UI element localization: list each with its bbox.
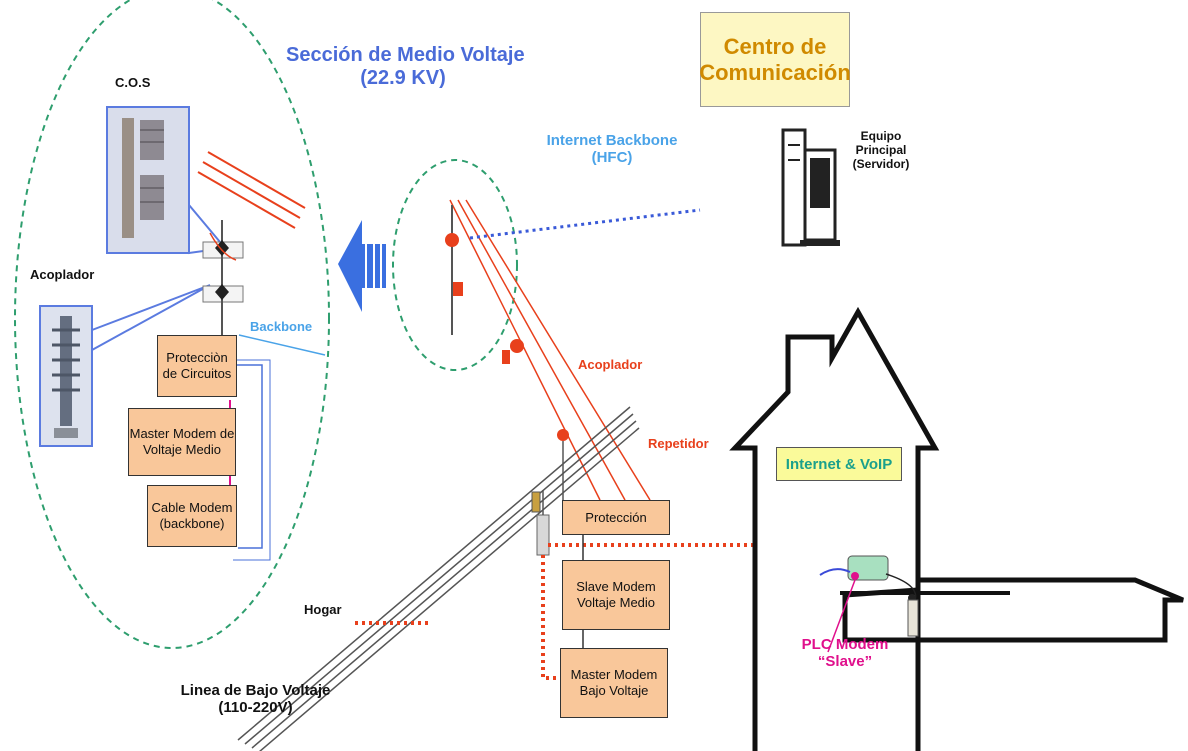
cable-modem-box: Cable Modem (backbone) bbox=[147, 485, 237, 547]
house-icon bbox=[735, 312, 935, 751]
cable-modem-line1: Cable Modem bbox=[152, 500, 233, 516]
section-title-line2: (22.9 KV) bbox=[286, 67, 520, 90]
hogar-label: Hogar bbox=[304, 603, 342, 618]
acoplador-right-label: Acoplador bbox=[578, 358, 642, 373]
master-modem-mv-line2: Voltaje Medio bbox=[143, 442, 221, 458]
acoplador-left-label: Acoplador bbox=[30, 268, 94, 283]
plc-modem-label: PLC Modem “Slave” bbox=[795, 636, 895, 671]
circuit-protection-line2: de Circuitos bbox=[163, 366, 232, 382]
main-server-label: Equipo Principal (Servidor) bbox=[840, 130, 922, 171]
communication-center-line2: Comunicación bbox=[699, 60, 851, 86]
internet-backbone-line2: (HFC) bbox=[538, 149, 686, 166]
communication-center-box: Centro de Comunicación bbox=[700, 12, 850, 107]
repetidor-label: Repetidor bbox=[648, 437, 709, 452]
cos-label: C.O.S bbox=[115, 76, 150, 91]
plc-modem-line2: “Slave” bbox=[795, 653, 895, 670]
main-server-line3: (Servidor) bbox=[840, 158, 922, 172]
internet-voip-box: Internet & VoIP bbox=[776, 447, 902, 481]
master-modem-lv-box: Master Modem Bajo Voltaje bbox=[560, 648, 668, 718]
low-voltage-line-label: Linea de Bajo Voltaje (110-220V) bbox=[168, 682, 343, 717]
plc-modem-line1: PLC Modem bbox=[795, 636, 895, 653]
internet-backbone-line1: Internet Backbone bbox=[538, 132, 686, 149]
server-icon bbox=[783, 130, 840, 246]
communication-center-line1: Centro de bbox=[724, 34, 827, 60]
master-modem-lv-line1: Master Modem bbox=[571, 667, 658, 683]
pole-zoom-circle bbox=[393, 160, 517, 370]
cable-modem-line2: (backbone) bbox=[159, 516, 224, 532]
circuit-protection-box: Protecciòn de Circuitos bbox=[157, 335, 237, 397]
low-voltage-line1: Linea de Bajo Voltaje bbox=[168, 682, 343, 699]
section-title: Sección de Medio Voltaje (22.9 KV) bbox=[286, 44, 520, 90]
slave-modem-mv-line1: Slave Modem bbox=[576, 579, 655, 595]
protection-box: Protección bbox=[562, 500, 670, 535]
main-server-line2: Principal bbox=[840, 144, 922, 158]
arrow-left-icon bbox=[338, 220, 386, 312]
slave-modem-mv-box: Slave Modem Voltaje Medio bbox=[562, 560, 670, 630]
master-modem-mv-line1: Master Modem de bbox=[130, 426, 235, 442]
section-title-line1: Sección de Medio Voltaje bbox=[286, 44, 520, 67]
master-modem-mv-box: Master Modem de Voltaje Medio bbox=[128, 408, 236, 476]
low-voltage-line2: (110-220V) bbox=[168, 699, 343, 716]
master-modem-lv-line2: Bajo Voltaje bbox=[580, 683, 649, 699]
cutout-device-icon bbox=[107, 107, 189, 253]
circuit-protection-line1: Protecciòn bbox=[166, 350, 227, 366]
insulator-icon bbox=[40, 306, 92, 446]
main-server-line1: Equipo bbox=[840, 130, 922, 144]
slave-modem-mv-line2: Voltaje Medio bbox=[577, 595, 655, 611]
internet-backbone-label: Internet Backbone (HFC) bbox=[538, 132, 686, 167]
backbone-label: Backbone bbox=[250, 320, 312, 335]
